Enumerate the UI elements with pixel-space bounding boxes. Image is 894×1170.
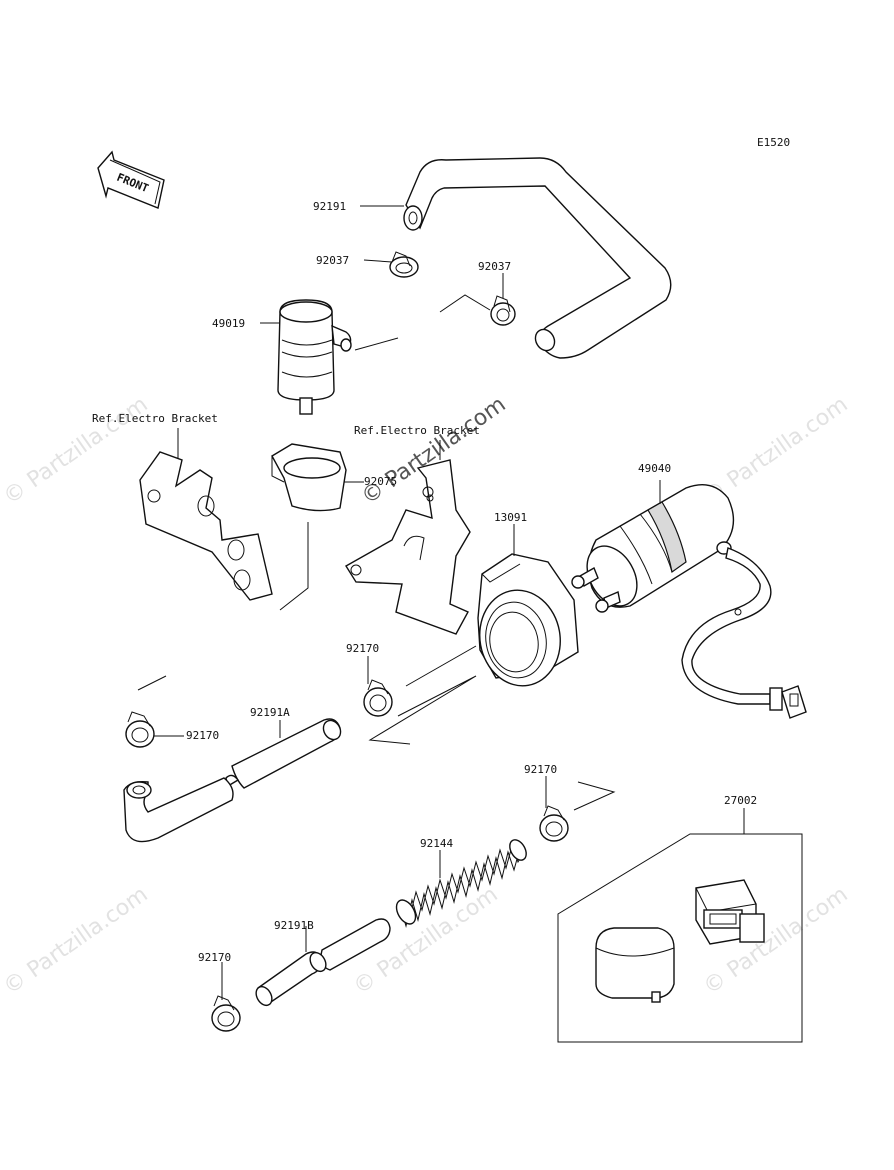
label-49040: 49040 [638,462,671,475]
hose-92191 [403,157,672,359]
label-27002: 27002 [724,794,757,807]
label-92170-left: 92170 [186,729,219,742]
label-49019: 49019 [212,317,245,330]
wire-harness [681,547,807,719]
spring-92144 [395,839,527,928]
kit-box-27002 [557,833,803,1043]
clamp-92170-right [539,805,569,842]
label-92191B: 92191B [274,919,314,932]
clamp-92037-right [490,295,516,326]
clamp-92170-bottom [211,995,241,1032]
label-92037-left: 92037 [316,254,349,267]
damper-13091 [477,553,579,687]
label-92144: 92144 [420,837,453,850]
watermark-text: © Partzilla.com [0,392,153,510]
diagram-code: E1520 [757,136,790,149]
fuel-filter-49019 [277,299,352,415]
watermark-text: © Partzilla.com [0,882,153,1000]
label-13091: 13091 [494,511,527,524]
label-92170-right: 92170 [524,763,557,776]
front-arrow-icon: FRONT [97,150,165,209]
label-92170-center: 92170 [346,642,379,655]
electro-bracket-center [345,459,471,635]
ref-label-left: Ref.Electro Bracket [92,412,218,425]
label-92191A: 92191A [250,706,290,719]
clamp-92170-left [125,711,155,748]
clamp-92037-left [389,251,419,278]
hose-92191B [255,918,391,1007]
label-92075: 92075 [364,475,397,488]
label-92191: 92191 [313,200,346,213]
label-92170-bottom: 92170 [198,951,231,964]
label-92037-right: 92037 [478,260,511,273]
fuel-pump-49040 [571,484,735,613]
ref-label-center: Ref.Electro Bracket [354,424,480,437]
hose-92191A [123,718,342,843]
electro-bracket-left [139,451,273,601]
clamp-92170-center [363,679,393,717]
holder-92075 [271,443,347,512]
